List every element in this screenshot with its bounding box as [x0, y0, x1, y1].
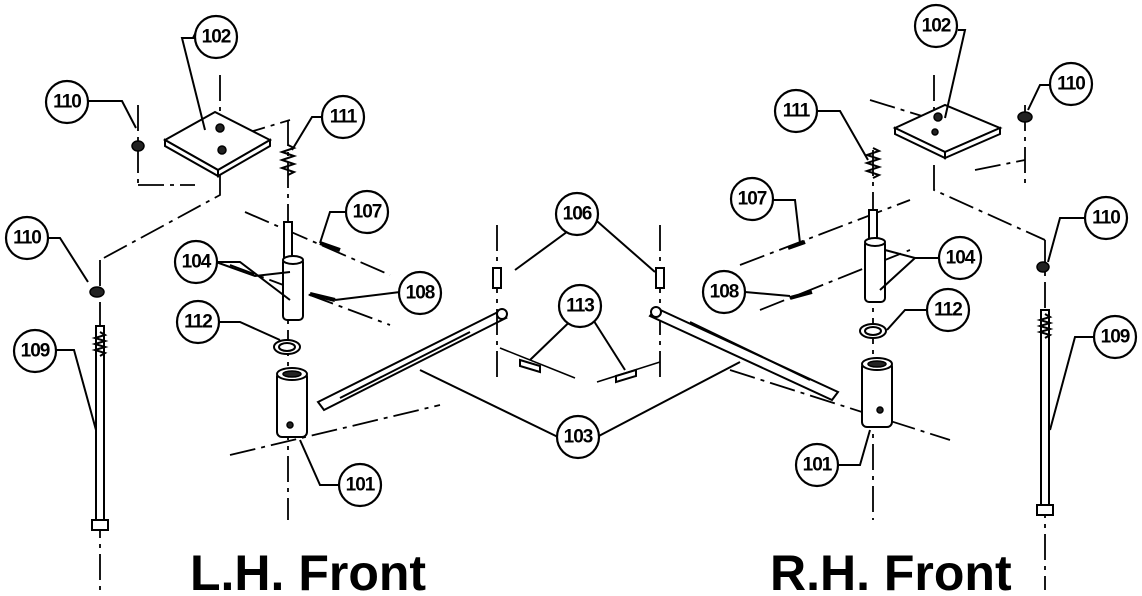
- callout-113: 113: [557, 283, 603, 329]
- callout-104-right: 104: [937, 235, 983, 281]
- rod-109-left: [91, 325, 109, 531]
- callout-102-left: 102: [193, 14, 239, 60]
- svg-text:108: 108: [406, 283, 435, 304]
- svg-text:110: 110: [1092, 208, 1120, 229]
- callout-111-right: 111: [773, 88, 819, 134]
- nut-110-right-top: [1017, 111, 1033, 123]
- svg-text:104: 104: [946, 248, 976, 269]
- svg-text:109: 109: [1101, 327, 1130, 348]
- key-113-left: [519, 358, 541, 374]
- spring-111-right: [863, 147, 883, 179]
- callout-111-left: 111: [320, 94, 366, 140]
- svg-text:102: 102: [922, 16, 951, 37]
- svg-text:101: 101: [803, 455, 833, 476]
- shaft-103-left: [316, 308, 508, 412]
- nut-110-left-mid: [89, 286, 105, 298]
- spring-111-left: [278, 144, 298, 176]
- leader-lines: [40, 29, 1093, 486]
- callout-110-left-mid: 110: [4, 215, 50, 261]
- svg-text:107: 107: [353, 202, 382, 223]
- callout-101-left: 101: [337, 462, 383, 508]
- plate-102-right: [892, 103, 1003, 160]
- callout-110-right-top: 110: [1048, 61, 1094, 107]
- title-right: R.H. Front: [770, 545, 1012, 596]
- callout-104-left: 104: [173, 239, 219, 285]
- svg-text:110: 110: [53, 92, 81, 113]
- callout-108-right: 108: [701, 269, 747, 315]
- svg-text:112: 112: [934, 300, 962, 321]
- nut-110-right-mid: [1036, 261, 1050, 273]
- screw-106-right: [655, 267, 665, 289]
- callout-103: 103: [555, 414, 601, 460]
- svg-text:107: 107: [738, 189, 767, 210]
- svg-text:102: 102: [202, 27, 231, 48]
- callout-106-a: 106: [554, 191, 600, 237]
- callout-110-right-mid: 110: [1083, 195, 1129, 241]
- svg-text:111: 111: [330, 107, 358, 128]
- callout-108-left: 108: [397, 270, 443, 316]
- svg-text:109: 109: [21, 341, 50, 362]
- callout-112-left: 112: [175, 299, 221, 345]
- rod-109-right: [1036, 309, 1054, 516]
- callout-109-right: 109: [1092, 314, 1138, 360]
- bushing-101-left: [276, 367, 308, 438]
- title-left: L.H. Front: [190, 545, 426, 596]
- svg-text:111: 111: [783, 101, 811, 122]
- key-113-right: [615, 368, 637, 384]
- nut-110-left-top: [131, 140, 145, 152]
- svg-text:113: 113: [566, 296, 594, 317]
- left-assembly: [89, 75, 508, 590]
- callout-101-right: 101: [794, 442, 840, 488]
- callout-112-right: 112: [925, 287, 971, 333]
- svg-text:106: 106: [563, 204, 592, 225]
- right-assembly: [648, 75, 1054, 590]
- svg-text:104: 104: [182, 252, 212, 273]
- svg-text:112: 112: [184, 312, 212, 333]
- middle-parts: [419, 225, 741, 439]
- shaft-103-right: [648, 306, 840, 402]
- svg-text:110: 110: [1057, 74, 1085, 95]
- callout-110-left-top: 110: [44, 79, 90, 125]
- svg-text:110: 110: [13, 228, 41, 249]
- screw-106-left: [492, 267, 502, 289]
- svg-text:101: 101: [346, 475, 376, 496]
- callout-107-right: 107: [729, 176, 775, 222]
- bushing-101-right: [861, 357, 893, 428]
- callout-102-right: 102: [913, 3, 959, 49]
- svg-text:108: 108: [710, 282, 739, 303]
- callout-109-left: 109: [12, 328, 58, 374]
- svg-text:103: 103: [564, 427, 593, 448]
- callout-107-left: 107: [344, 189, 390, 235]
- plate-102-left: [162, 110, 273, 178]
